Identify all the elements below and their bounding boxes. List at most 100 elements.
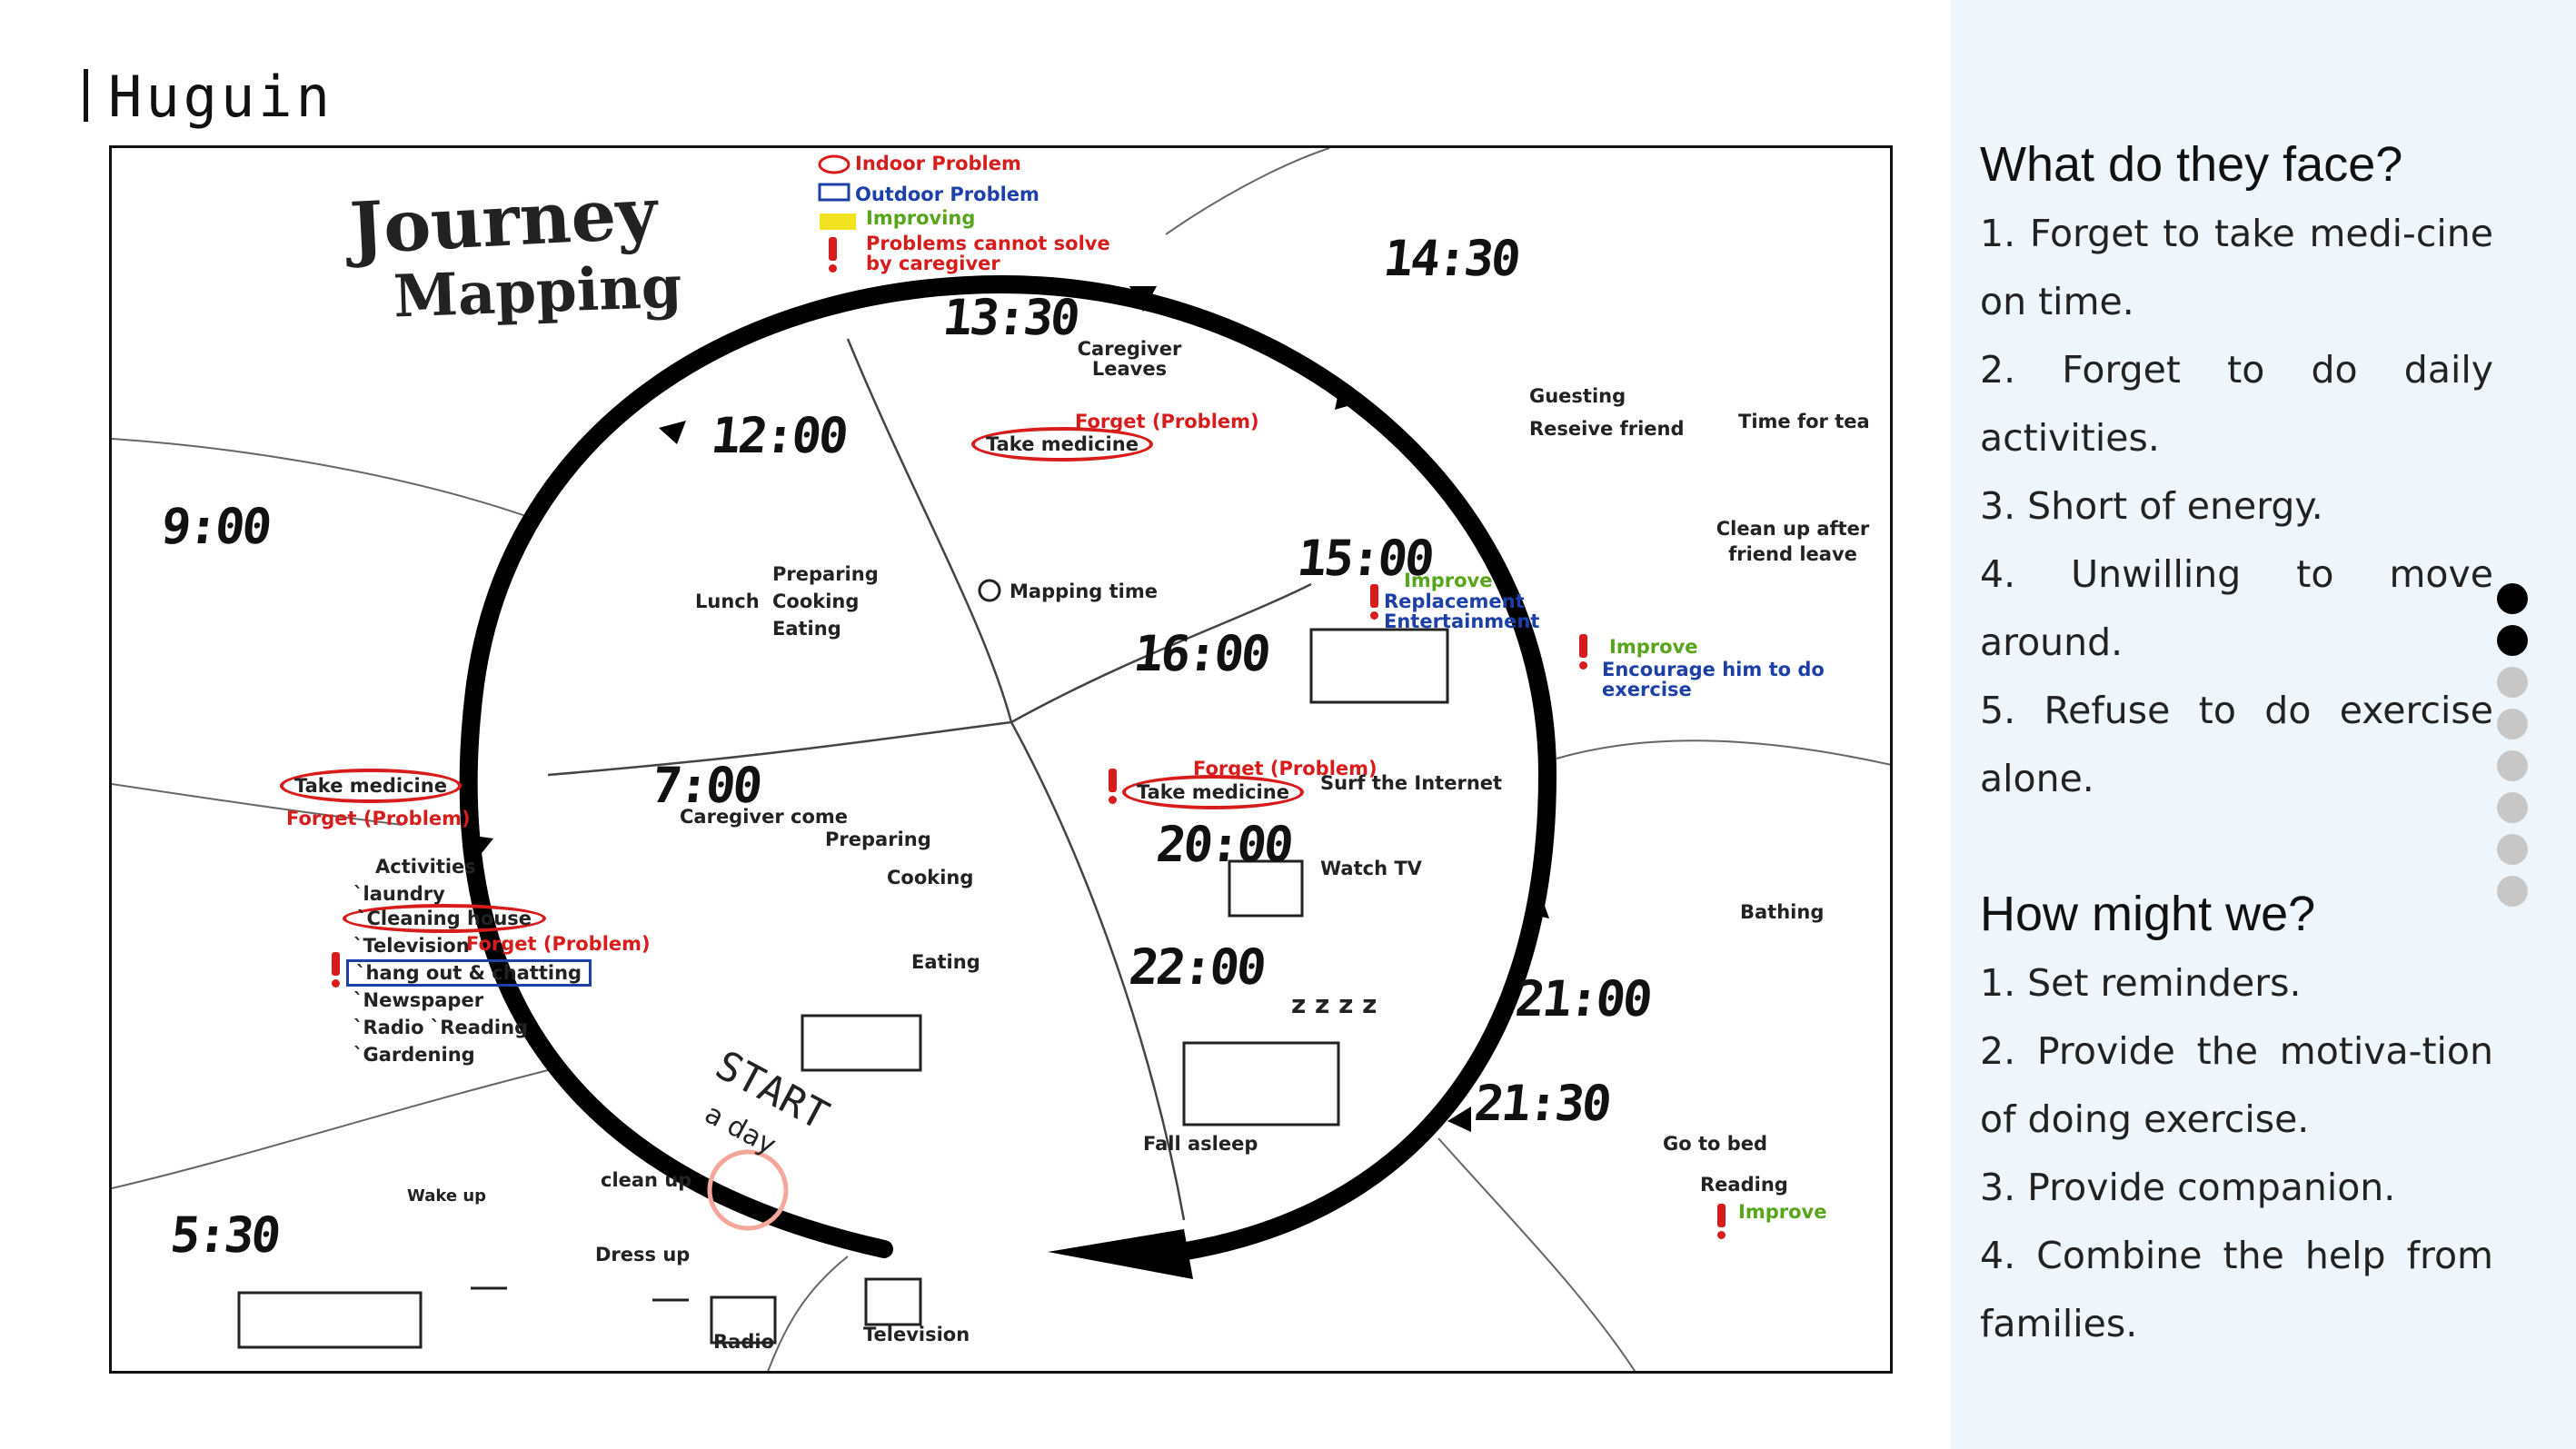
face-list: 1. Forget to take medi-­cine on time. 2.… — [1980, 200, 2493, 813]
hmw-list: 1. Set reminders. 2. Provide the motiva-… — [1980, 949, 2493, 1358]
boundary-line — [767, 1255, 849, 1371]
legend-oval-icon — [818, 154, 850, 174]
boundary-line — [1165, 148, 1330, 235]
caregiver-come-label: Caregiver come — [680, 806, 849, 828]
hmw-item: 3. Provide companion. — [1980, 1166, 2396, 1209]
boundary-line — [1437, 1137, 1636, 1371]
time-1330: 13:30 — [940, 289, 1080, 346]
forget-problem-label-3: Forget (Problem) — [286, 808, 471, 829]
forget-problem-label: Forget (Problem) — [1075, 411, 1259, 432]
boundary-line — [112, 783, 403, 826]
face-item: 4. Unwilling to move around. — [1980, 552, 2493, 664]
table-sketch — [801, 1014, 922, 1072]
legend-rect-icon — [818, 183, 850, 202]
spoke-line — [1010, 721, 1186, 1221]
pagination-dot[interactable] — [2497, 583, 2528, 614]
pagination-dots — [2497, 583, 2528, 918]
boundary-line — [1556, 739, 1890, 766]
preparing-label: Preparing — [772, 563, 879, 585]
spoke-line — [846, 338, 1013, 723]
bathing-label: Bathing — [1740, 901, 1825, 923]
pagination-dot[interactable] — [2497, 792, 2528, 823]
cooking-label-2: Cooking — [887, 867, 974, 888]
legend-yellow-icon — [820, 213, 856, 230]
time-1600: 16:00 — [1130, 625, 1271, 682]
time-for-tea-label: Time for tea — [1738, 411, 1870, 432]
guesting-label: Guesting — [1529, 385, 1626, 407]
boundary-line — [112, 1065, 567, 1189]
improve-label-2: Improve — [1404, 570, 1493, 591]
spoke-line — [1010, 582, 1312, 724]
computer-sketch — [1309, 628, 1449, 704]
zzz-label: z z z z — [1291, 989, 1378, 1019]
activity-newspaper: `Newspaper — [353, 989, 484, 1011]
legend-cannot-solve: Problems cannot solve by caregiver — [866, 233, 1110, 275]
improve-label-3: Improve — [1738, 1201, 1827, 1223]
activity-hang-out: `hang out & chatting — [346, 959, 592, 988]
journey-map-lines — [112, 148, 1890, 1371]
activities-heading: Activities — [375, 856, 476, 878]
pagination-dot[interactable] — [2497, 750, 2528, 781]
face-item: 5. Refuse to do exercise alone. — [1980, 689, 2493, 800]
journey-map: Journey Mapping Indoor Problem Outdoor P… — [109, 145, 1893, 1374]
journey-title-line2: Mapping — [392, 253, 683, 332]
time-0900: 9:00 — [158, 498, 273, 555]
tv-sketch — [1228, 859, 1304, 918]
bed-sketch — [1182, 1041, 1340, 1126]
arrow-mark — [1129, 286, 1157, 312]
take-medicine-label-3: Take medicine — [280, 769, 462, 804]
take-medicine-label: Take medicine — [971, 427, 1153, 462]
bed-sketch — [237, 1291, 423, 1349]
brand-logo: Huguin — [84, 64, 333, 130]
improve-label: Improve — [1609, 636, 1698, 658]
brand-name: Huguin — [108, 64, 333, 130]
boundary-line — [112, 438, 540, 521]
fall-asleep-label: Fall asleep — [1143, 1133, 1258, 1155]
arrow-mark — [468, 835, 493, 857]
activity-television: `Television — [353, 935, 470, 957]
time-2100: 21:00 — [1512, 970, 1653, 1027]
television-label: Television — [863, 1324, 970, 1345]
arrow-mark — [659, 421, 686, 444]
legend-outdoor: Outdoor Problem — [855, 184, 1039, 205]
take-medicine-label-2: Take medicine — [1122, 775, 1304, 810]
cooking-label: Cooking — [772, 591, 860, 612]
hmw-heading: How might we? — [1980, 887, 2316, 941]
hmw-item: 2. Provide the motiva-­tion of doing exe… — [1980, 1029, 2493, 1141]
arrow-mark — [1526, 893, 1549, 918]
eating-label: Eating — [772, 618, 841, 640]
pagination-dot[interactable] — [2497, 876, 2528, 907]
face-item: 2. Forget to do daily activities. — [1980, 348, 2493, 460]
eating-label-2: Eating — [911, 951, 980, 973]
pagination-dot[interactable] — [2497, 709, 2528, 739]
caregiver-leaves-label: Caregiver Leaves — [1077, 338, 1182, 381]
start-marker — [707, 1149, 789, 1231]
clock-icon — [978, 579, 1001, 602]
activity-laundry: `laundry — [353, 883, 445, 905]
spoke-line — [547, 720, 1012, 777]
entertainment-label: Entertainment — [1384, 610, 1540, 632]
television-sketch — [864, 1277, 922, 1326]
forget-problem-label-2: Forget (Problem) — [1193, 758, 1378, 779]
journey-arrow-head — [1048, 1229, 1193, 1279]
brand-bar — [84, 68, 88, 122]
pagination-dot[interactable] — [2497, 834, 2528, 865]
surf-internet-label: Surf the Internet — [1320, 772, 1503, 794]
watch-tv-label: Watch TV — [1320, 858, 1422, 879]
preparing-label-2: Preparing — [825, 829, 931, 850]
encourage-exercise-label: Encourage him to do exercise — [1602, 659, 1825, 701]
reading-label: Reading — [1700, 1174, 1788, 1196]
hmw-item: 1. Set reminders. — [1980, 961, 2302, 1005]
go-to-bed-label: Go to bed — [1663, 1133, 1768, 1155]
receive-friend-label: Reseive friend — [1529, 418, 1685, 440]
pagination-dot[interactable] — [2497, 625, 2528, 656]
journey-title-line1: Journey — [347, 172, 660, 271]
arrow-mark — [1447, 1107, 1471, 1132]
hmw-item: 4. Combine the help from families. — [1980, 1234, 2493, 1345]
time-2000: 20:00 — [1153, 816, 1294, 873]
time-2200: 22:00 — [1126, 938, 1267, 996]
radio-label: Radio — [713, 1331, 774, 1353]
face-heading: What do they face? — [1980, 137, 2403, 192]
pagination-dot[interactable] — [2497, 667, 2528, 698]
time-1400: 14:30 — [1380, 230, 1521, 287]
